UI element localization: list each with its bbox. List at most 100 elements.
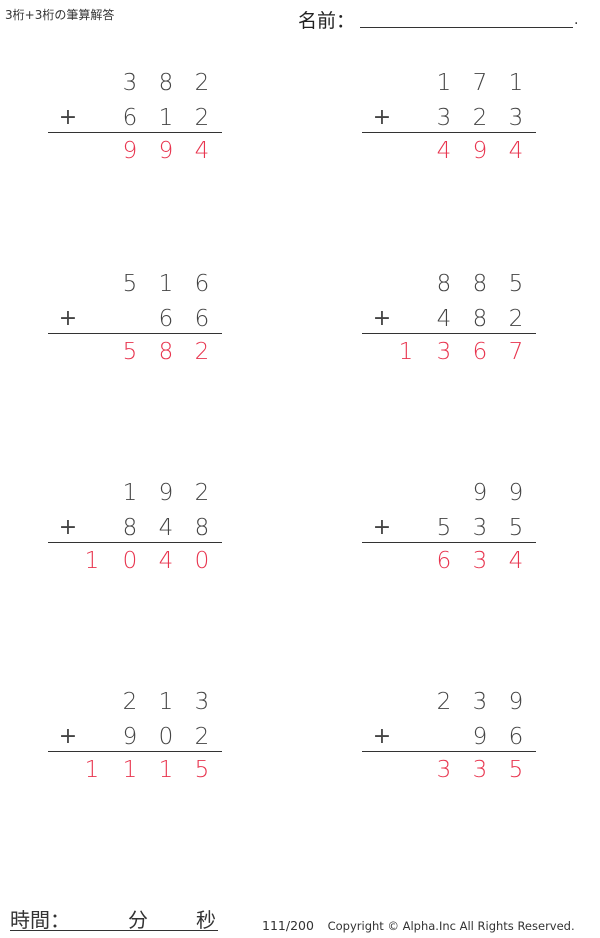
addend-bottom-digit: 8 xyxy=(122,515,138,541)
addend-bottom-digit: 2 xyxy=(472,105,488,131)
plus-sign: + xyxy=(372,306,392,331)
addend-top-digit: 2 xyxy=(194,480,210,506)
addend-top-digit: 1 xyxy=(436,70,452,96)
addend-top-digit: 2 xyxy=(436,689,452,715)
answer-digit: 3 xyxy=(436,339,452,365)
addend-top-digit: 1 xyxy=(122,480,138,506)
addend-top-digit: 9 xyxy=(508,480,524,506)
answer-digit: 3 xyxy=(472,548,488,574)
copyright: Copyright © Alpha.Inc All Rights Reserve… xyxy=(327,919,575,933)
answer-digit: 5 xyxy=(194,757,210,783)
answer-digit: 4 xyxy=(436,138,452,164)
name-end-mark: . xyxy=(574,12,579,28)
sum-line xyxy=(362,333,536,334)
addend-top-digit: 8 xyxy=(472,271,488,297)
answer-digit: 0 xyxy=(122,548,138,574)
answer-digit: 9 xyxy=(472,138,488,164)
sum-line xyxy=(48,132,222,133)
addend-bottom-digit: 9 xyxy=(472,724,488,750)
answer-digit: 6 xyxy=(436,548,452,574)
answer-digit: 5 xyxy=(122,339,138,365)
name-label: 名前： xyxy=(298,10,356,32)
addend-top-digit: 8 xyxy=(436,271,452,297)
plus-sign: + xyxy=(372,515,392,540)
answer-digit: 1 xyxy=(84,757,100,783)
addend-bottom-digit: 6 xyxy=(122,105,138,131)
worksheet-title: 3桁+3桁の筆算解答 xyxy=(5,8,115,22)
answer-digit: 5 xyxy=(508,757,524,783)
addend-top-digit: 5 xyxy=(508,271,524,297)
addend-top-digit: 6 xyxy=(194,271,210,297)
time-field-line xyxy=(10,930,218,931)
sum-line xyxy=(48,751,222,752)
addend-bottom-digit: 4 xyxy=(436,306,452,332)
answer-digit: 2 xyxy=(194,339,210,365)
addend-top-digit: 3 xyxy=(122,70,138,96)
addend-top-digit: 1 xyxy=(158,271,174,297)
time-label: 時間： xyxy=(10,908,70,932)
answer-digit: 4 xyxy=(158,548,174,574)
answer-digit: 1 xyxy=(398,339,414,365)
addend-top-digit: 3 xyxy=(472,689,488,715)
sum-line xyxy=(362,132,536,133)
addend-bottom-digit: 6 xyxy=(158,306,174,332)
addend-bottom-digit: 6 xyxy=(194,306,210,332)
answer-digit: 1 xyxy=(122,757,138,783)
plus-sign: + xyxy=(58,515,78,540)
answer-digit: 3 xyxy=(436,757,452,783)
addend-top-digit: 1 xyxy=(158,689,174,715)
addend-bottom-digit: 2 xyxy=(508,306,524,332)
plus-sign: + xyxy=(58,724,78,749)
answer-digit: 6 xyxy=(472,339,488,365)
answer-digit: 1 xyxy=(158,757,174,783)
addend-bottom-digit: 4 xyxy=(158,515,174,541)
answer-digit: 7 xyxy=(508,339,524,365)
sum-line xyxy=(362,751,536,752)
footer: 111/200 Copyright © Alpha.Inc All Rights… xyxy=(262,918,575,933)
addend-bottom-digit: 9 xyxy=(122,724,138,750)
addend-bottom-digit: 2 xyxy=(194,724,210,750)
addend-top-digit: 7 xyxy=(472,70,488,96)
addend-bottom-digit: 0 xyxy=(158,724,174,750)
addend-bottom-digit: 3 xyxy=(472,515,488,541)
answer-digit: 8 xyxy=(158,339,174,365)
addend-bottom-digit: 5 xyxy=(508,515,524,541)
addend-bottom-digit: 1 xyxy=(158,105,174,131)
addend-top-digit: 9 xyxy=(472,480,488,506)
sum-line xyxy=(48,333,222,334)
answer-digit: 1 xyxy=(84,548,100,574)
answer-digit: 9 xyxy=(122,138,138,164)
addend-top-digit: 9 xyxy=(508,689,524,715)
addend-bottom-digit: 3 xyxy=(508,105,524,131)
answer-digit: 9 xyxy=(158,138,174,164)
plus-sign: + xyxy=(58,105,78,130)
seconds-label: 秒 xyxy=(196,908,216,932)
addend-top-digit: 5 xyxy=(122,271,138,297)
addend-top-digit: 2 xyxy=(122,689,138,715)
name-field-line xyxy=(360,27,573,28)
addend-top-digit: 9 xyxy=(158,480,174,506)
addend-bottom-digit: 8 xyxy=(472,306,488,332)
addend-bottom-digit: 8 xyxy=(194,515,210,541)
sum-line xyxy=(362,542,536,543)
answer-digit: 4 xyxy=(194,138,210,164)
plus-sign: + xyxy=(58,306,78,331)
addend-bottom-digit: 6 xyxy=(508,724,524,750)
answer-digit: 0 xyxy=(194,548,210,574)
answer-digit: 4 xyxy=(508,548,524,574)
answer-digit: 4 xyxy=(508,138,524,164)
addend-top-digit: 3 xyxy=(194,689,210,715)
addend-top-digit: 8 xyxy=(158,70,174,96)
minutes-label: 分 xyxy=(128,908,148,932)
addend-top-digit: 1 xyxy=(508,70,524,96)
addend-bottom-digit: 5 xyxy=(436,515,452,541)
addend-top-digit: 2 xyxy=(194,70,210,96)
sum-line xyxy=(48,542,222,543)
